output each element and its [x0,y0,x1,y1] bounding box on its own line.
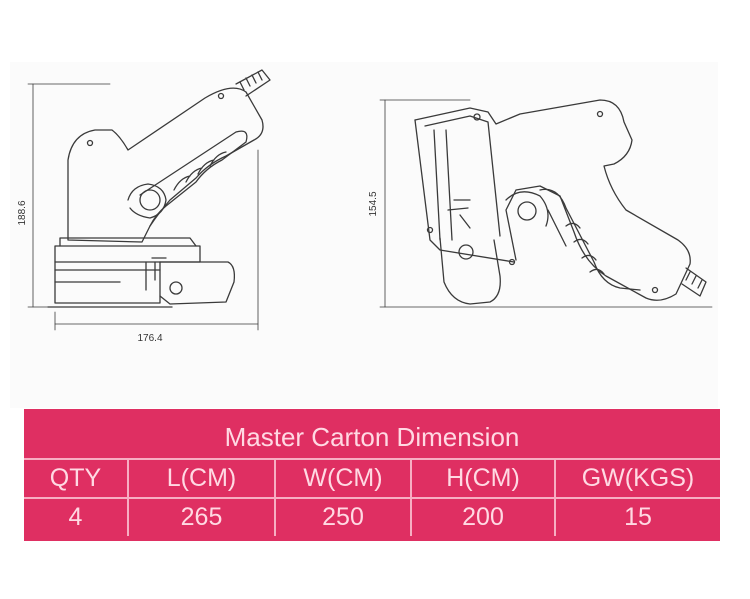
header-length: L(CM) [127,458,276,499]
right-tool-outline [414,99,707,305]
value-height: 200 [410,497,556,536]
header-height: H(CM) [410,458,556,499]
header-qty: QTY [24,458,129,499]
value-width: 250 [274,497,412,536]
carton-value-row: 4 265 250 200 15 [24,497,720,536]
value-gross-weight: 15 [554,497,720,536]
header-gross-weight: GW(KGS) [554,458,720,499]
carton-title: Master Carton Dimension [224,422,520,452]
left-width-dimension: 176.4 [137,333,162,344]
left-tool-outline [47,69,271,308]
value-qty: 4 [24,497,129,536]
right-height-dimension: 154.5 [368,191,379,216]
carton-header-row: QTY L(CM) W(CM) H(CM) GW(KGS) [24,458,720,499]
drawing-sheet [10,62,718,408]
technical-drawing: 188.6 176.4 154.5 [17,69,713,344]
header-width: W(CM) [274,458,412,499]
master-carton-panel: Master Carton Dimension QTY L(CM) W(CM) … [24,409,720,541]
carton-table: QTY L(CM) W(CM) H(CM) GW(KGS) 4 265 250 … [24,458,720,536]
value-length: 265 [127,497,276,536]
left-height-dimension: 188.6 [17,200,28,225]
